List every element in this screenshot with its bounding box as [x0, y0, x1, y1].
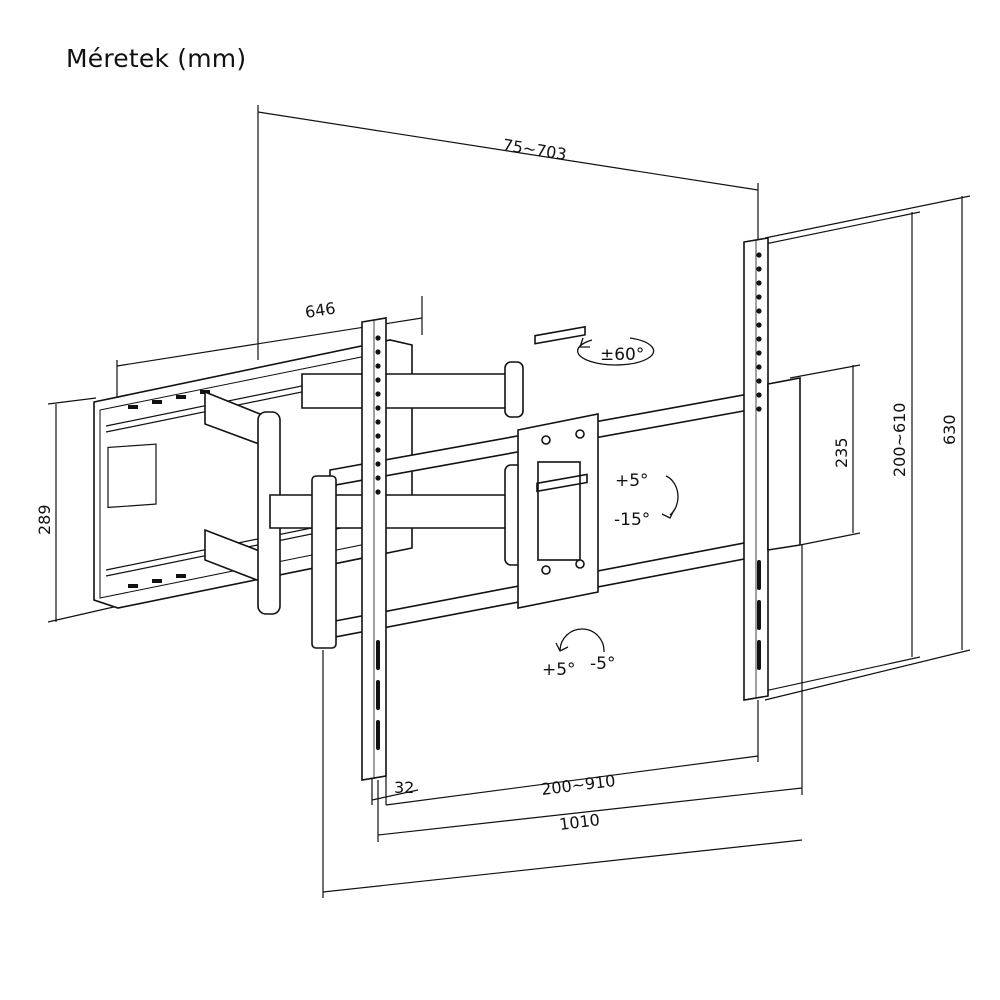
angle-tilt-down: -15°	[614, 510, 650, 530]
angle-rotate-right: -5°	[590, 654, 615, 674]
right-spacer-block	[767, 377, 801, 551]
dim-total-width: 1010	[558, 810, 601, 834]
dim-bracket-height: 630	[940, 414, 959, 445]
dim-bracket-depth: 32	[394, 778, 414, 797]
dim-stripe-height: 235	[832, 437, 851, 468]
dim-total-depth: 75~703	[501, 135, 567, 164]
dim-wall-plate-height: 289	[35, 504, 54, 535]
swivel-arrow-icon	[577, 337, 655, 366]
articulating-arms	[204, 361, 524, 615]
left-bracket-holes	[375, 335, 381, 750]
dimension-lines	[47, 105, 971, 898]
page-title: Méretek (mm)	[66, 44, 247, 73]
dim-vesa-horizontal: 200~910	[540, 771, 616, 799]
tilt-arrow-icon	[661, 475, 679, 519]
angle-tilt-up: +5°	[615, 471, 649, 491]
right-vertical-bracket	[743, 237, 769, 701]
dim-vesa-vertical: 200~610	[890, 403, 909, 477]
angle-swivel: ±60°	[600, 345, 644, 365]
dim-arm-width: 646	[304, 298, 337, 322]
right-bracket-holes	[756, 252, 762, 670]
rotate-arrow-icon	[555, 628, 605, 653]
left-vertical-bracket	[361, 317, 387, 781]
tilt-head	[517, 325, 599, 609]
angle-rotate-left: +5°	[542, 660, 576, 680]
left-front-post	[311, 475, 337, 649]
